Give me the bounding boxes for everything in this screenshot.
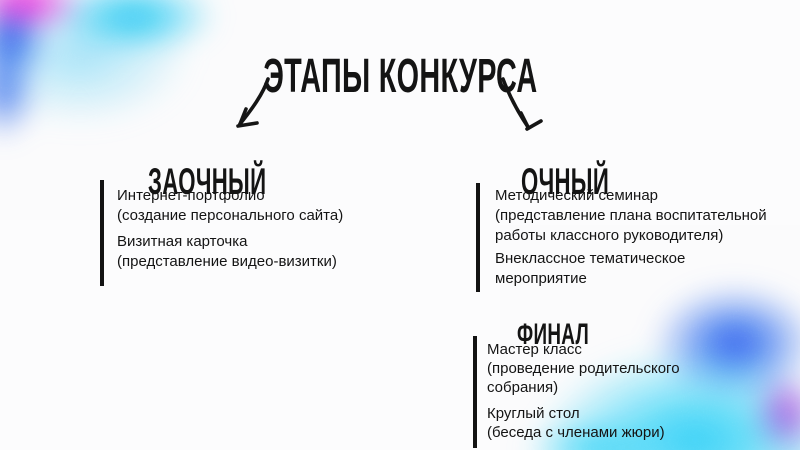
stage-heading-ochny: ОЧНЫЙ [521,160,668,202]
stage-heading-text: ОЧНЫЙ [521,160,610,202]
stage-list-zaochny: Интернет-портфолио (создание персонально… [100,180,417,286]
list-item: Методический семинар (представление план… [495,187,767,244]
page-title: ЭТАПЫ КОНКУРСА [0,50,800,104]
list-item: Интернет-портфолио (создание персонально… [117,187,344,224]
stage-heading-final: ФИНАЛ [517,317,631,351]
stage-heading-zaochny: ЗАОЧНЫЙ [148,160,345,202]
stage-heading-text: ФИНАЛ [517,317,590,351]
list-item: Мастер класс (проведение родительского с… [487,341,680,396]
arrow-down-right-icon [501,77,543,131]
list-item: Визитная карточка (представление видео-в… [117,233,337,270]
stage-heading-text: ЗАОЧНЫЙ [148,160,267,202]
arrow-down-left-icon [236,77,270,128]
stage-list-ochny: Методический семинар (представление план… [476,183,800,292]
list-item: Круглый стол (беседа с членами жюри) [487,405,665,441]
stage-list-final: Мастер класс (проведение родительского с… [473,336,787,448]
list-item: Внеклассное тематическое мероприятие [495,250,686,287]
page-title-text: ЭТАПЫ КОНКУРСА [262,50,538,104]
branch-arrows [236,77,543,131]
